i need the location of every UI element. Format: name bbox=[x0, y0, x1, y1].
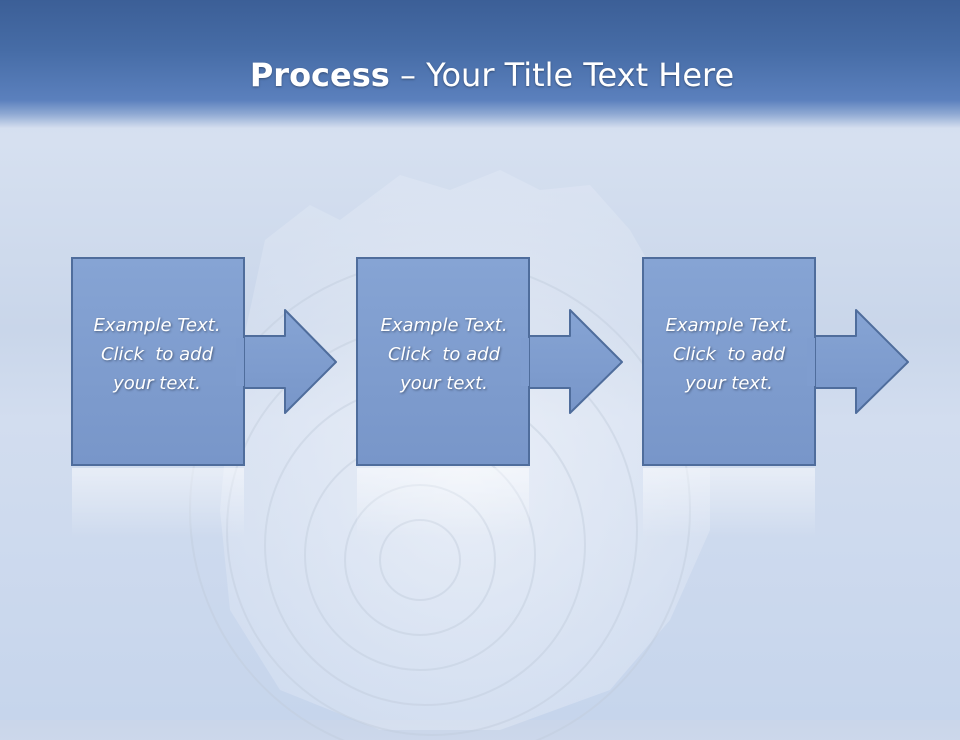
step-text-line: your text. bbox=[113, 373, 201, 394]
step-text-line: Example Text. bbox=[380, 315, 508, 336]
step-text-3[interactable]: Example Text. Click to add your text. bbox=[644, 311, 814, 398]
slide-title[interactable]: Process – Your Title Text Here bbox=[0, 54, 960, 96]
title-banner bbox=[0, 0, 960, 128]
step-text-line: Example Text. bbox=[665, 315, 793, 336]
step-text-line: Example Text. bbox=[93, 315, 221, 336]
title-bold-part: Process bbox=[249, 56, 390, 94]
reflection-group bbox=[72, 468, 815, 538]
step-text-line: Click to add bbox=[672, 344, 785, 365]
step-box-1[interactable] bbox=[71, 257, 245, 466]
step-text-line: your text. bbox=[400, 373, 488, 394]
step-text-line: Click to add bbox=[387, 344, 500, 365]
title-rest-part: – Your Title Text Here bbox=[389, 56, 735, 94]
arrow-right-1 bbox=[239, 309, 337, 414]
step-text-2[interactable]: Example Text. Click to add your text. bbox=[359, 311, 529, 398]
step-box-2[interactable] bbox=[356, 257, 530, 466]
process-diagram bbox=[71, 257, 909, 538]
arrow-right-3 bbox=[810, 309, 909, 414]
step-text-line: your text. bbox=[685, 373, 773, 394]
step-text-line: Click to add bbox=[100, 344, 213, 365]
step-text-1[interactable]: Example Text. Click to add your text. bbox=[72, 311, 242, 398]
arrow-right-2 bbox=[524, 309, 623, 414]
step-box-3[interactable] bbox=[642, 257, 816, 466]
